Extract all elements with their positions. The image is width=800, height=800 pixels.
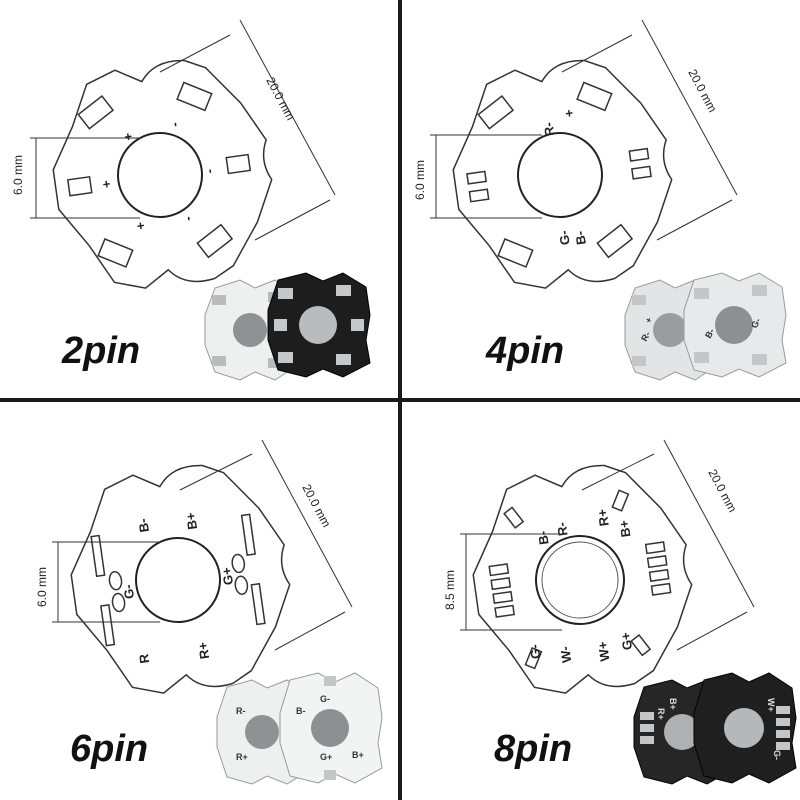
pin-mark-6pin-1: B- xyxy=(135,518,152,534)
star-board-8pin: B- R- R+ B+ G- W- W+ G+ xyxy=(472,464,693,694)
width-dimension-6pin: 20.0 mm xyxy=(299,482,333,530)
photo-mark-6pin-5: G+ xyxy=(320,752,332,762)
star-board-4pin: R- + G- B- xyxy=(452,59,673,289)
photo-mark-4pin-3: B- xyxy=(703,327,716,340)
photo-mark-8pin-1: R+ xyxy=(656,708,666,720)
pin-mark-8pin-1: B- xyxy=(535,530,552,546)
pin-mark-2pin-6: - xyxy=(182,215,197,221)
photo-mark-6pin-1: R- xyxy=(236,706,246,716)
photo-mark-6pin-6: B+ xyxy=(352,750,364,760)
height-dimension-2pin: 6.0 mm xyxy=(11,155,25,195)
panel-8pin: B- R- R+ B+ G- W- W+ G+ 8.5 mm 20.0 mm R… xyxy=(402,402,800,800)
pin-mark-6pin-2: B+ xyxy=(183,511,200,530)
width-dimension-2pin: 20.0 mm xyxy=(263,75,297,123)
pin-mark-8pin-4: B+ xyxy=(616,519,633,538)
pin-mark-2pin-4: - xyxy=(169,121,184,127)
pin-mark-8pin-8: G+ xyxy=(618,631,635,651)
pin-count-label: 4pin xyxy=(486,330,565,372)
pin-count-label: 2pin xyxy=(62,330,141,372)
photo-mark-6pin-2: B- xyxy=(296,706,306,716)
width-dimension-8pin: 20.0 mm xyxy=(705,467,739,515)
pin-mark-2pin-5: - xyxy=(204,168,219,174)
pin-mark-2pin-2: + xyxy=(102,176,112,192)
drawing-4pin: R- + G- B- 6.0 mm 20.0 mm R- + B- xyxy=(413,19,787,381)
photo-mark-8pin-4: G- xyxy=(772,750,782,760)
drawing-6pin: B- B+ G- G+ R R+ 6.0 mm 20.0 mm R- R+ B-… xyxy=(35,439,383,785)
photo-mark-8pin-2: B+ xyxy=(668,698,678,710)
horizontal-divider xyxy=(0,398,800,402)
photo-mark-6pin-3: G- xyxy=(320,694,330,704)
height-dimension-4pin: 6.0 mm xyxy=(413,160,427,200)
photo-board-black-2pin xyxy=(267,272,371,378)
pin-mark-8pin-6: W- xyxy=(557,645,574,663)
photo-board-front-4pin: B- G- xyxy=(683,272,787,378)
star-board-6pin: B- B+ G- G+ R R+ xyxy=(70,464,291,694)
star-board-2pin: + + + - - - xyxy=(52,59,273,289)
pin-mark-8pin-5: G- xyxy=(527,644,544,660)
pin-mark-6pin-5: R xyxy=(136,652,152,664)
pin-mark-6pin-6: R+ xyxy=(195,641,212,660)
panel-4pin: R- + G- B- 6.0 mm 20.0 mm R- + B- xyxy=(402,0,800,398)
height-dimension-6pin: 6.0 mm xyxy=(35,567,49,607)
pin-mark-8pin-3: R+ xyxy=(594,508,611,527)
pin-mark-2pin-1: + xyxy=(123,129,133,145)
pin-mark-4pin-2: + xyxy=(561,108,577,118)
pin-mark-8pin-7: W+ xyxy=(595,640,613,662)
pin-mark-4pin-4: B- xyxy=(572,230,589,246)
pin-mark-6pin-3: G- xyxy=(120,584,137,600)
pin-mark-4pin-3: G- xyxy=(556,230,573,246)
pin-mark-8pin-2: R- xyxy=(554,521,571,537)
height-dimension-8pin: 8.5 mm xyxy=(443,570,457,610)
pin-mark-4pin-1: R- xyxy=(541,121,558,137)
pin-mark-6pin-4: G+ xyxy=(219,566,236,586)
photo-mark-4pin-2: + xyxy=(643,315,654,325)
drawing-2pin: + + + - - - 6.0 mm 20.0 mm xyxy=(11,19,371,381)
width-dimension-4pin: 20.0 mm xyxy=(685,67,719,115)
photo-mark-4pin-1: R- xyxy=(639,330,652,343)
photo-board-front-6pin: B- G- G+ B+ xyxy=(279,672,383,784)
photo-mark-4pin-4: G- xyxy=(749,316,763,330)
panel-2pin: + + + - - - 6.0 mm 20.0 mm xyxy=(0,0,398,398)
photo-mark-6pin-4: R+ xyxy=(236,752,248,762)
panel-6pin: B- B+ G- G+ R R+ 6.0 mm 20.0 mm R- R+ B-… xyxy=(0,402,398,800)
photo-board-front-8pin: W+ G- xyxy=(693,672,797,784)
pin-mark-2pin-3: + xyxy=(136,218,146,234)
photo-mark-8pin-3: W+ xyxy=(766,698,776,712)
pin-count-label: 6pin xyxy=(70,728,149,770)
drawing-8pin: B- R- R+ B+ G- W- W+ G+ 8.5 mm 20.0 mm R… xyxy=(443,439,797,785)
pin-count-label: 8pin xyxy=(494,728,573,770)
